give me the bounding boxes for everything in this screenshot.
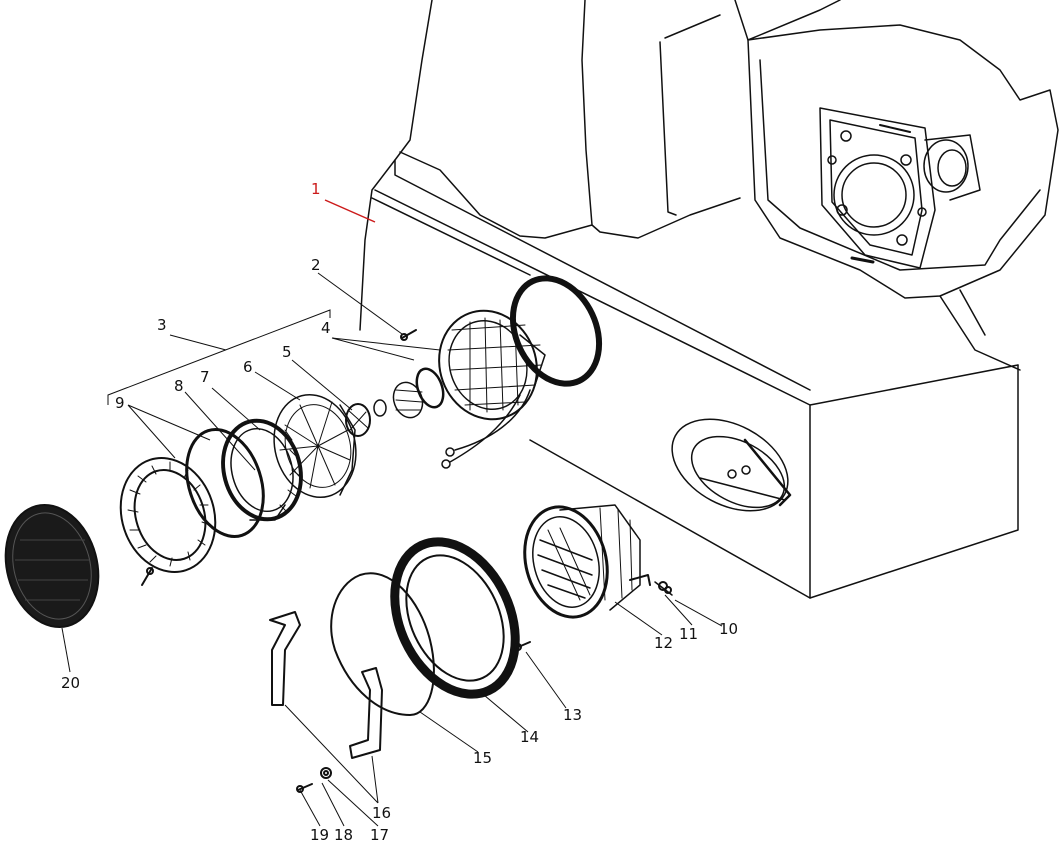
callout-8: 8	[174, 377, 184, 395]
callout-2: 2	[311, 256, 321, 274]
wire-loop-part-15	[330, 572, 435, 716]
callout-20: 20	[61, 674, 81, 692]
headlamp-part-12	[523, 504, 651, 619]
screw-under-bezel	[141, 567, 154, 586]
seal-ring-part-8	[185, 428, 265, 538]
callout-3: 3	[157, 316, 167, 334]
lens-cover-part-20	[4, 503, 100, 629]
callout-16: 16	[372, 804, 392, 822]
callout-5: 5	[282, 343, 292, 361]
lamp-housing-assembly	[345, 275, 603, 469]
nut-washer-parts-10-11	[654, 581, 673, 596]
callout-19: 19	[310, 826, 330, 844]
callout-7: 7	[200, 368, 210, 386]
callout-4: 4	[321, 319, 331, 337]
callout-1: 1	[311, 180, 321, 198]
base-box	[371, 159, 1019, 599]
callout-10: 10	[719, 620, 739, 638]
leader-lines	[61, 199, 723, 827]
bezel-ring-part-9	[119, 457, 217, 573]
callout-13: 13	[563, 706, 583, 724]
callout-6: 6	[243, 358, 253, 376]
callout-11: 11	[679, 625, 699, 643]
callout-15: 15	[473, 749, 493, 767]
callout-14: 14	[520, 728, 540, 746]
reflector-part-6	[273, 393, 357, 499]
callout-12: 12	[654, 634, 674, 652]
callout-17: 17	[370, 826, 390, 844]
screw-part-2	[400, 329, 417, 341]
callout-18: 18	[334, 826, 354, 844]
callout-9: 9	[115, 394, 125, 412]
bracket-parts-16	[269, 611, 383, 759]
machine-body	[359, 0, 1059, 371]
small-screws	[296, 641, 531, 793]
gasket-part-14	[390, 537, 520, 699]
